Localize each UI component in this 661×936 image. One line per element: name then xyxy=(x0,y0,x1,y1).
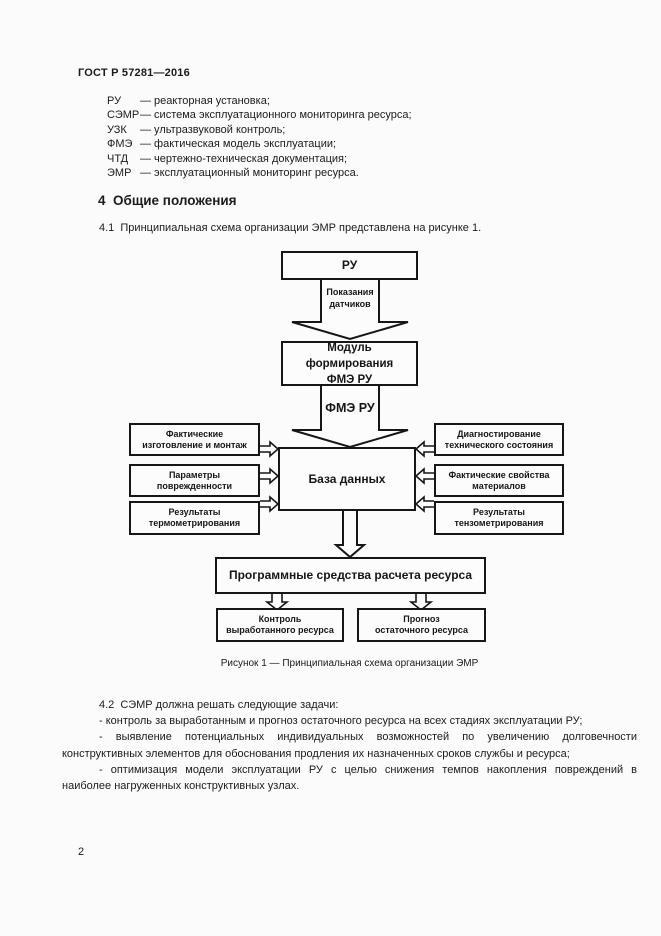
left3-to-database-arrow xyxy=(260,495,280,513)
flow-box-actual-manufacturing: Фактические изготовление и монтаж xyxy=(129,423,260,456)
left2-to-database-arrow xyxy=(260,467,280,485)
flow-box-resource-software: Программные средства расчета ресурса xyxy=(215,557,486,594)
flow-box-reactor-unit: РУ xyxy=(281,251,418,280)
abbreviation-term: УЗК xyxy=(107,123,127,136)
abbreviation-row: ЧТД — чертежно-техническая документация; xyxy=(107,152,412,166)
abbreviation-row: РУ — реакторная установка; xyxy=(107,94,412,108)
abbreviation-term: СЭМР xyxy=(107,109,140,122)
fme-down-arrow xyxy=(291,386,409,449)
paragraph-4-2-line: конструктивных элементов для обоснования… xyxy=(62,747,570,760)
arrow-label-sensor-readings: Показания датчиков xyxy=(326,287,374,309)
right1-to-database-arrow xyxy=(414,440,434,458)
abbreviation-definition: — система эксплуатационного мониторинга … xyxy=(140,109,412,122)
paragraph-4-2-line: - контроль за выработанным и прогноз ост… xyxy=(99,715,583,728)
flow-box-thermometry-results: Результаты термометрирования xyxy=(129,501,260,535)
section-heading: 4 Общие положения xyxy=(98,193,237,208)
abbreviation-definition: — реакторная установка; xyxy=(140,95,270,107)
paragraph-4-2-line: - выявление потенциальных индивидуальных… xyxy=(99,731,637,744)
abbreviation-definition: — эксплуатационный мониторинг ресурса. xyxy=(140,167,359,180)
flow-box-fme-module: Модуль формирования ФМЭ РУ xyxy=(281,341,418,386)
abbreviation-definition: — чертежно-техническая документация; xyxy=(140,152,348,165)
flow-box-database: База данных xyxy=(278,447,416,511)
paragraph-4-1: 4.1 Принципиальная схема организации ЭМР… xyxy=(99,222,482,234)
flow-box-expended-resource-control: Контроль выработанного ресурса xyxy=(216,608,344,642)
abbreviation-list: РУ — реакторная установка; СЭМР — систем… xyxy=(107,94,412,180)
right2-to-database-arrow xyxy=(414,467,434,485)
figure-caption: Рисунок 1 — Принципиальная схема организ… xyxy=(220,658,479,669)
arrow-label-fme-ru: ФМЭ РУ xyxy=(325,401,375,415)
abbreviation-term: ЭМР xyxy=(107,167,132,180)
paragraph-4-2: 4.2 СЭМР должна решать следующие задачи:… xyxy=(62,697,637,794)
abbreviation-term: ЧТД xyxy=(107,152,129,165)
right3-to-database-arrow xyxy=(414,495,434,513)
paragraph-4-2-line: - оптимизация модели эксплуатации РУ с ц… xyxy=(99,763,637,776)
abbreviation-definition: — фактическая модель эксплуатации; xyxy=(140,138,337,151)
page-number: 2 xyxy=(78,846,85,858)
database-to-software-arrow xyxy=(333,511,367,559)
abbreviation-row: УЗК — ультразвуковой контроль; xyxy=(107,123,412,137)
sensor-data-down-arrow xyxy=(291,280,409,341)
left1-to-database-arrow xyxy=(260,440,280,458)
flow-box-technical-diagnostics: Диагностирование технического состояния xyxy=(434,423,564,456)
flow-box-residual-resource-forecast: Прогноз остаточного ресурса xyxy=(357,608,486,642)
abbreviation-row: ФМЭ — фактическая модель эксплуатации; xyxy=(107,137,412,151)
paragraph-4-2-line: наиболее нагруженных конструктивных узла… xyxy=(62,780,300,793)
flow-box-damage-parameters: Параметры поврежденности xyxy=(129,464,260,497)
abbreviation-term: РУ xyxy=(107,95,122,107)
paragraph-4-2-line: 4.2 СЭМР должна решать следующие задачи: xyxy=(99,699,339,711)
doc-code: ГОСТ Р 57281—2016 xyxy=(78,67,190,79)
abbreviation-row: ЭМР — эксплуатационный мониторинг ресурс… xyxy=(107,166,412,180)
flow-box-strain-gauge-results: Результаты тензометрирования xyxy=(434,501,564,535)
abbreviation-term: ФМЭ xyxy=(107,138,133,151)
abbreviation-row: СЭМР — система эксплуатационного монитор… xyxy=(107,108,412,122)
abbreviation-definition: — ультразвуковой контроль; xyxy=(140,123,286,136)
flow-box-material-properties: Фактические свойства материалов xyxy=(434,464,564,497)
